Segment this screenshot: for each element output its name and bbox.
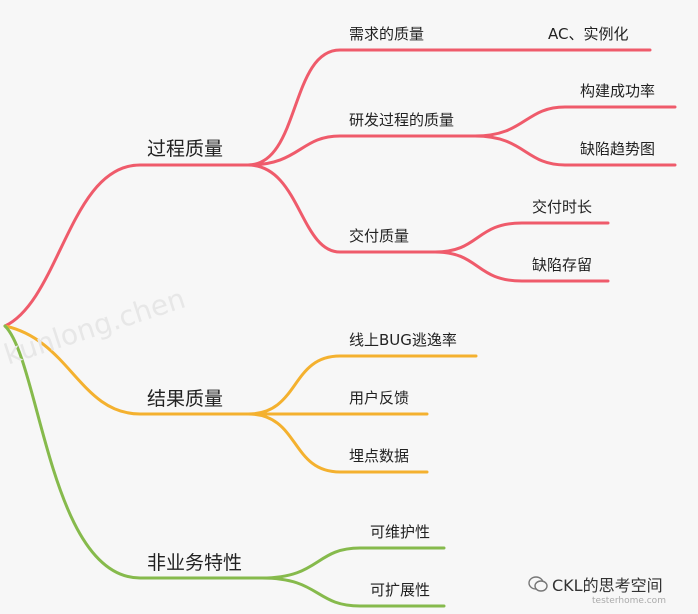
edge-dev-build bbox=[473, 105, 677, 138]
brand-mark: CKL的思考空间 bbox=[528, 572, 663, 596]
edge-delivery-retention bbox=[433, 250, 610, 283]
edge-process-dev bbox=[246, 134, 477, 167]
edge-nf-scale bbox=[260, 576, 446, 608]
edge-root-process bbox=[3, 163, 250, 328]
node-delivery-quality: 交付质量 bbox=[349, 227, 410, 245]
edge-result-bug bbox=[246, 354, 478, 416]
branch-label-result: 结果质量 bbox=[147, 388, 224, 410]
wechat-icon bbox=[528, 576, 548, 592]
edge-dev-defect-trend bbox=[473, 134, 677, 167]
node-ac-example: AC、实例化 bbox=[548, 25, 629, 43]
edge-delivery-duration bbox=[433, 221, 610, 254]
node-delivery-duration: 交付时长 bbox=[532, 198, 593, 216]
node-build-success-rate: 构建成功率 bbox=[580, 82, 656, 100]
node-maintainability: 可维护性 bbox=[370, 523, 431, 541]
edge-nf-maintain bbox=[260, 546, 446, 580]
node-tracking-data: 埋点数据 bbox=[349, 447, 410, 465]
branch-label-process: 过程质量 bbox=[147, 138, 224, 160]
branch-label-nonfunctional: 非业务特性 bbox=[147, 552, 243, 574]
edge-result-tracking bbox=[246, 412, 429, 474]
edge-root-nonfunctional bbox=[3, 324, 264, 580]
node-dev-process-quality: 研发过程的质量 bbox=[349, 111, 455, 129]
brand-text: CKL的思考空间 bbox=[552, 576, 663, 595]
node-requirement-quality: 需求的质量 bbox=[349, 25, 425, 43]
node-bug-escape-rate: 线上BUG逃逸率 bbox=[349, 331, 457, 349]
node-scalability: 可扩展性 bbox=[370, 581, 431, 599]
node-defect-retention: 缺陷存留 bbox=[532, 256, 593, 274]
node-user-feedback: 用户反馈 bbox=[349, 389, 410, 407]
node-defect-trend: 缺陷趋势图 bbox=[580, 140, 656, 158]
edge-process-delivery bbox=[246, 163, 437, 254]
brand-subtext: testerhome.com bbox=[592, 596, 666, 606]
edge-process-requirement bbox=[246, 48, 652, 167]
edge-root-result bbox=[3, 324, 250, 416]
